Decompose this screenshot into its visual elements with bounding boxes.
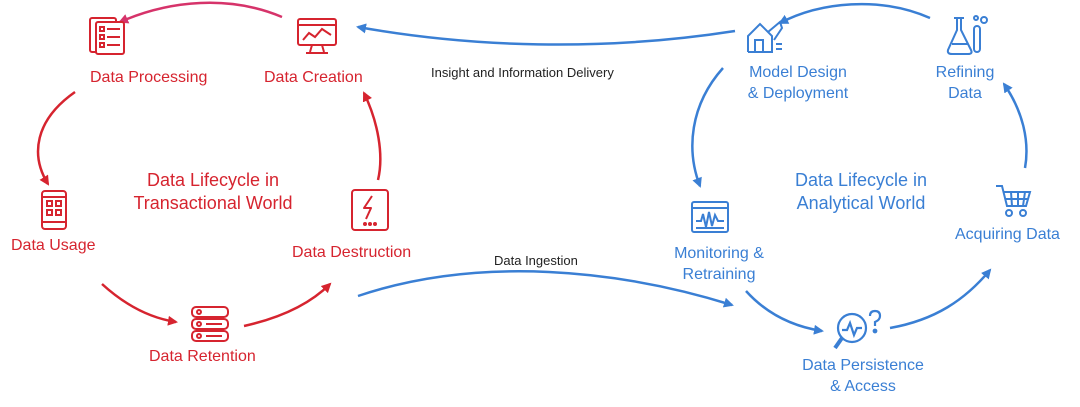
arrow-usage-to-retention	[101, 283, 178, 326]
analytical-title-line2: Analytical World	[796, 193, 926, 213]
model-label-line2: & Deployment	[747, 85, 849, 102]
node-model-design-deployment: Model Design & Deployment	[740, 62, 856, 104]
arrow-refining-to-model	[778, 2, 931, 25]
blueprint-house-icon	[747, 20, 784, 53]
arrow-retention-to-destruction	[243, 282, 332, 328]
arrow-monitoring-to-persistence	[745, 290, 824, 335]
node-data-processing: Data Processing	[90, 69, 208, 86]
arrow-persistence-to-acquiring	[889, 268, 992, 330]
link-insight-delivery-label: Insight and Information Delivery	[431, 65, 614, 80]
arrow-data-ingestion	[357, 270, 734, 308]
arrow-insight-delivery	[356, 23, 736, 46]
node-data-persistence-access: Data Persistence & Access	[792, 355, 934, 397]
node-monitoring-retraining: Monitoring & Retraining	[664, 243, 774, 285]
shredder-lightning-icon	[351, 189, 389, 231]
analytical-title-line1: Data Lifecycle in	[794, 170, 928, 190]
persistence-label-line2: & Access	[830, 378, 896, 395]
analytical-title: Data Lifecycle in Analytical World	[780, 169, 942, 215]
node-acquiring-data: Acquiring Data	[955, 226, 1060, 243]
lab-flask-icon	[946, 15, 988, 55]
shopping-cart-icon	[996, 185, 1032, 217]
arrow-model-to-monitoring	[691, 67, 724, 188]
model-label-line1: Model Design	[749, 64, 847, 81]
database-server-icon	[191, 306, 229, 342]
transactional-title-line2: Transactional World	[133, 193, 293, 213]
monitoring-label-line1: Monitoring &	[674, 245, 764, 262]
node-data-creation: Data Creation	[264, 69, 363, 86]
smartphone-apps-icon	[41, 190, 67, 230]
dashboard-waveform-icon	[691, 201, 729, 233]
refining-label-line1: Refining	[935, 64, 995, 81]
node-data-retention: Data Retention	[149, 348, 256, 365]
magnifier-question-icon	[833, 309, 882, 350]
arrow-acquiring-to-refining	[1002, 82, 1028, 169]
link-data-ingestion-label: Data Ingestion	[494, 253, 578, 268]
arrow-destruction-to-creation	[362, 91, 382, 181]
node-refining-data: Refining Data	[928, 62, 1002, 104]
transactional-title-line1: Data Lifecycle in	[146, 170, 280, 190]
transactional-title: Data Lifecycle in Transactional World	[128, 169, 298, 215]
node-data-usage: Data Usage	[11, 237, 96, 254]
monitoring-label-line2: Retraining	[682, 266, 756, 283]
document-checklist-icon	[89, 17, 125, 55]
arrow-creation-to-processing	[118, 1, 283, 24]
arrow-processing-to-usage	[36, 90, 76, 186]
persistence-label-line1: Data Persistence	[802, 357, 924, 374]
node-data-destruction: Data Destruction	[292, 244, 412, 261]
monitor-chart-icon	[297, 18, 337, 54]
refining-label-line2: Data	[948, 85, 982, 102]
